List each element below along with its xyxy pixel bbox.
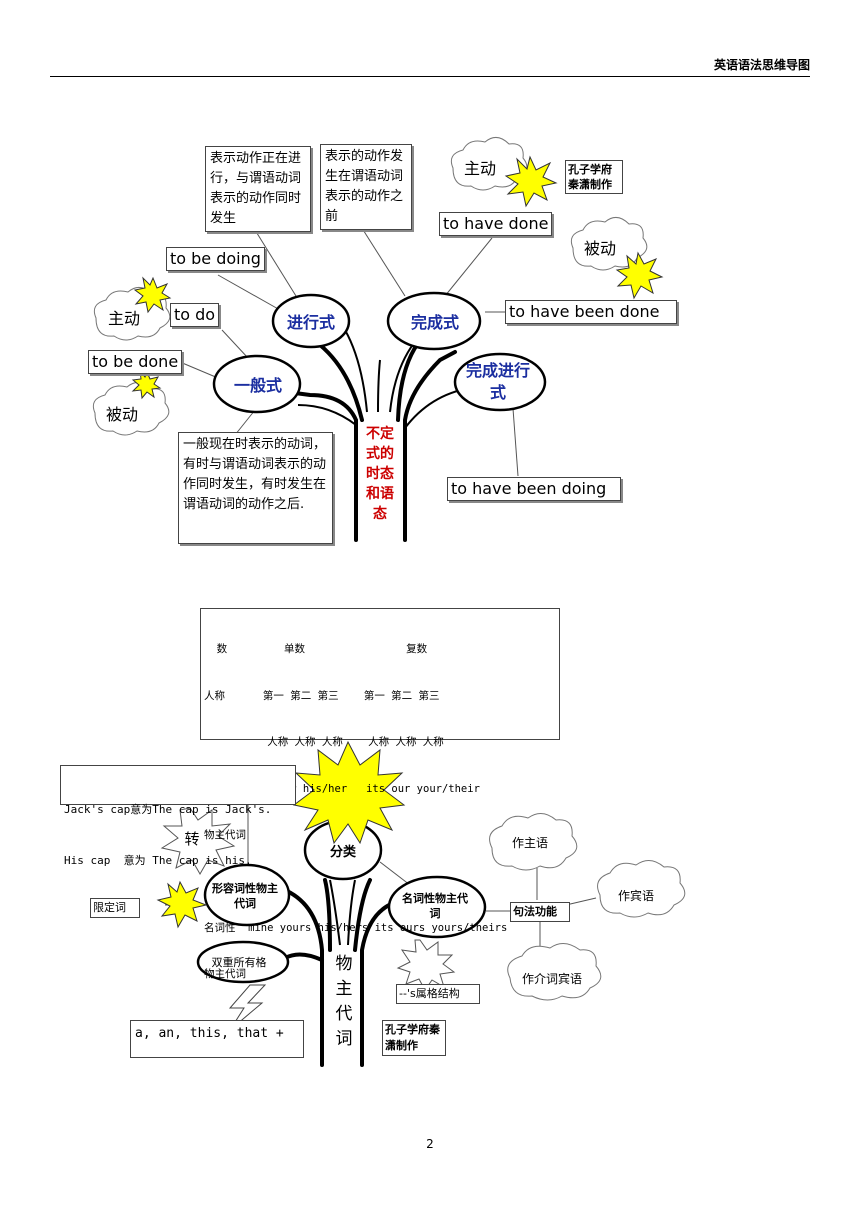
example-box: Jack's cap意为The cap is Jack's. His cap 意…	[60, 765, 296, 867]
table-row: 人称 人称 人称 人称 人称 人称	[204, 736, 444, 748]
pronoun-table: 数 单数 复数 人称 第一 第二 第三 第一 第二 第三 人称 人称 人称 人称…	[200, 608, 560, 980]
node-progressive: 进行式	[286, 313, 335, 332]
form-to-have-done: to have done	[439, 212, 553, 236]
desc-progressive-box: 表示动作正在进行，与谓语动词表示的动作同时发生	[205, 146, 311, 232]
form-to-have-been-doing: to have been doing	[447, 477, 621, 501]
credit-box-1: 孔子学府秦潇制作	[565, 160, 623, 194]
trunk-label-possessive: 物主代词	[335, 954, 353, 1049]
possessive-structure-box: --'s属格结构	[396, 984, 480, 1004]
credit-box-2: 孔子学府秦潇制作	[382, 1020, 446, 1056]
page-header-title: 英语语法思维导图	[713, 58, 810, 72]
node-nominal-pronoun: 名词性物主代词	[402, 892, 468, 920]
cloud-object: 作宾语	[617, 889, 654, 903]
syntax-function-box: 句法功能	[510, 902, 570, 922]
cloud-passive-left: 被动	[105, 405, 138, 424]
cloud-active-right: 主动	[463, 159, 496, 178]
table-row: 数 单数 复数	[204, 643, 428, 655]
determiners-list-box: a, an, this, that +	[130, 1020, 304, 1058]
page-number: 2	[426, 1137, 434, 1151]
desc-simple-box: 一般现在时表示的动词，有时与谓语动词表示的动作同时发生，有时发生在谓语动词的动作…	[178, 432, 333, 544]
node-perfect-progressive: 完成进行式	[466, 361, 531, 402]
form-to-be-doing: to be doing	[166, 247, 265, 271]
table-row: 名词性 mine yours his/hers its ours yours/t…	[204, 921, 508, 934]
example-line-2: His cap 意为 The cap is his.	[64, 854, 252, 867]
trunk-label-infinitive: 不定式的时态和语态	[366, 426, 394, 522]
node-classify: 分类	[329, 844, 356, 860]
big-starburst	[292, 740, 406, 845]
form-to-do: to do	[170, 303, 220, 327]
cloud-passive-right: 被动	[583, 239, 616, 258]
table-row: 人称 第一 第二 第三 第一 第二 第三	[204, 689, 440, 702]
example-line-1: Jack's cap意为The cap is Jack's.	[64, 803, 272, 816]
node-simple: 一般式	[233, 376, 282, 395]
form-to-have-been-done: to have been done	[505, 300, 677, 324]
label-determiner: 限定词	[90, 898, 140, 918]
cloud-prep-object: 作介词宾语	[521, 972, 582, 986]
node-adjectival-pronoun: 形容词性物主代词	[212, 882, 278, 910]
table-row: 物主代词	[204, 968, 246, 980]
cloud-subject: 作主语	[511, 836, 548, 850]
label-transform: 转	[184, 830, 200, 848]
node-perfect: 完成式	[410, 313, 459, 332]
form-to-be-done: to be done	[88, 350, 183, 374]
header-rule	[50, 76, 810, 77]
table-row: 物主代词	[204, 829, 246, 841]
cloud-active-left: 主动	[107, 309, 140, 328]
desc-perfect-box: 表示的动作发生在谓语动词表示的动作之前	[320, 144, 412, 230]
node-double-genitive: 双重所有格	[211, 956, 267, 969]
